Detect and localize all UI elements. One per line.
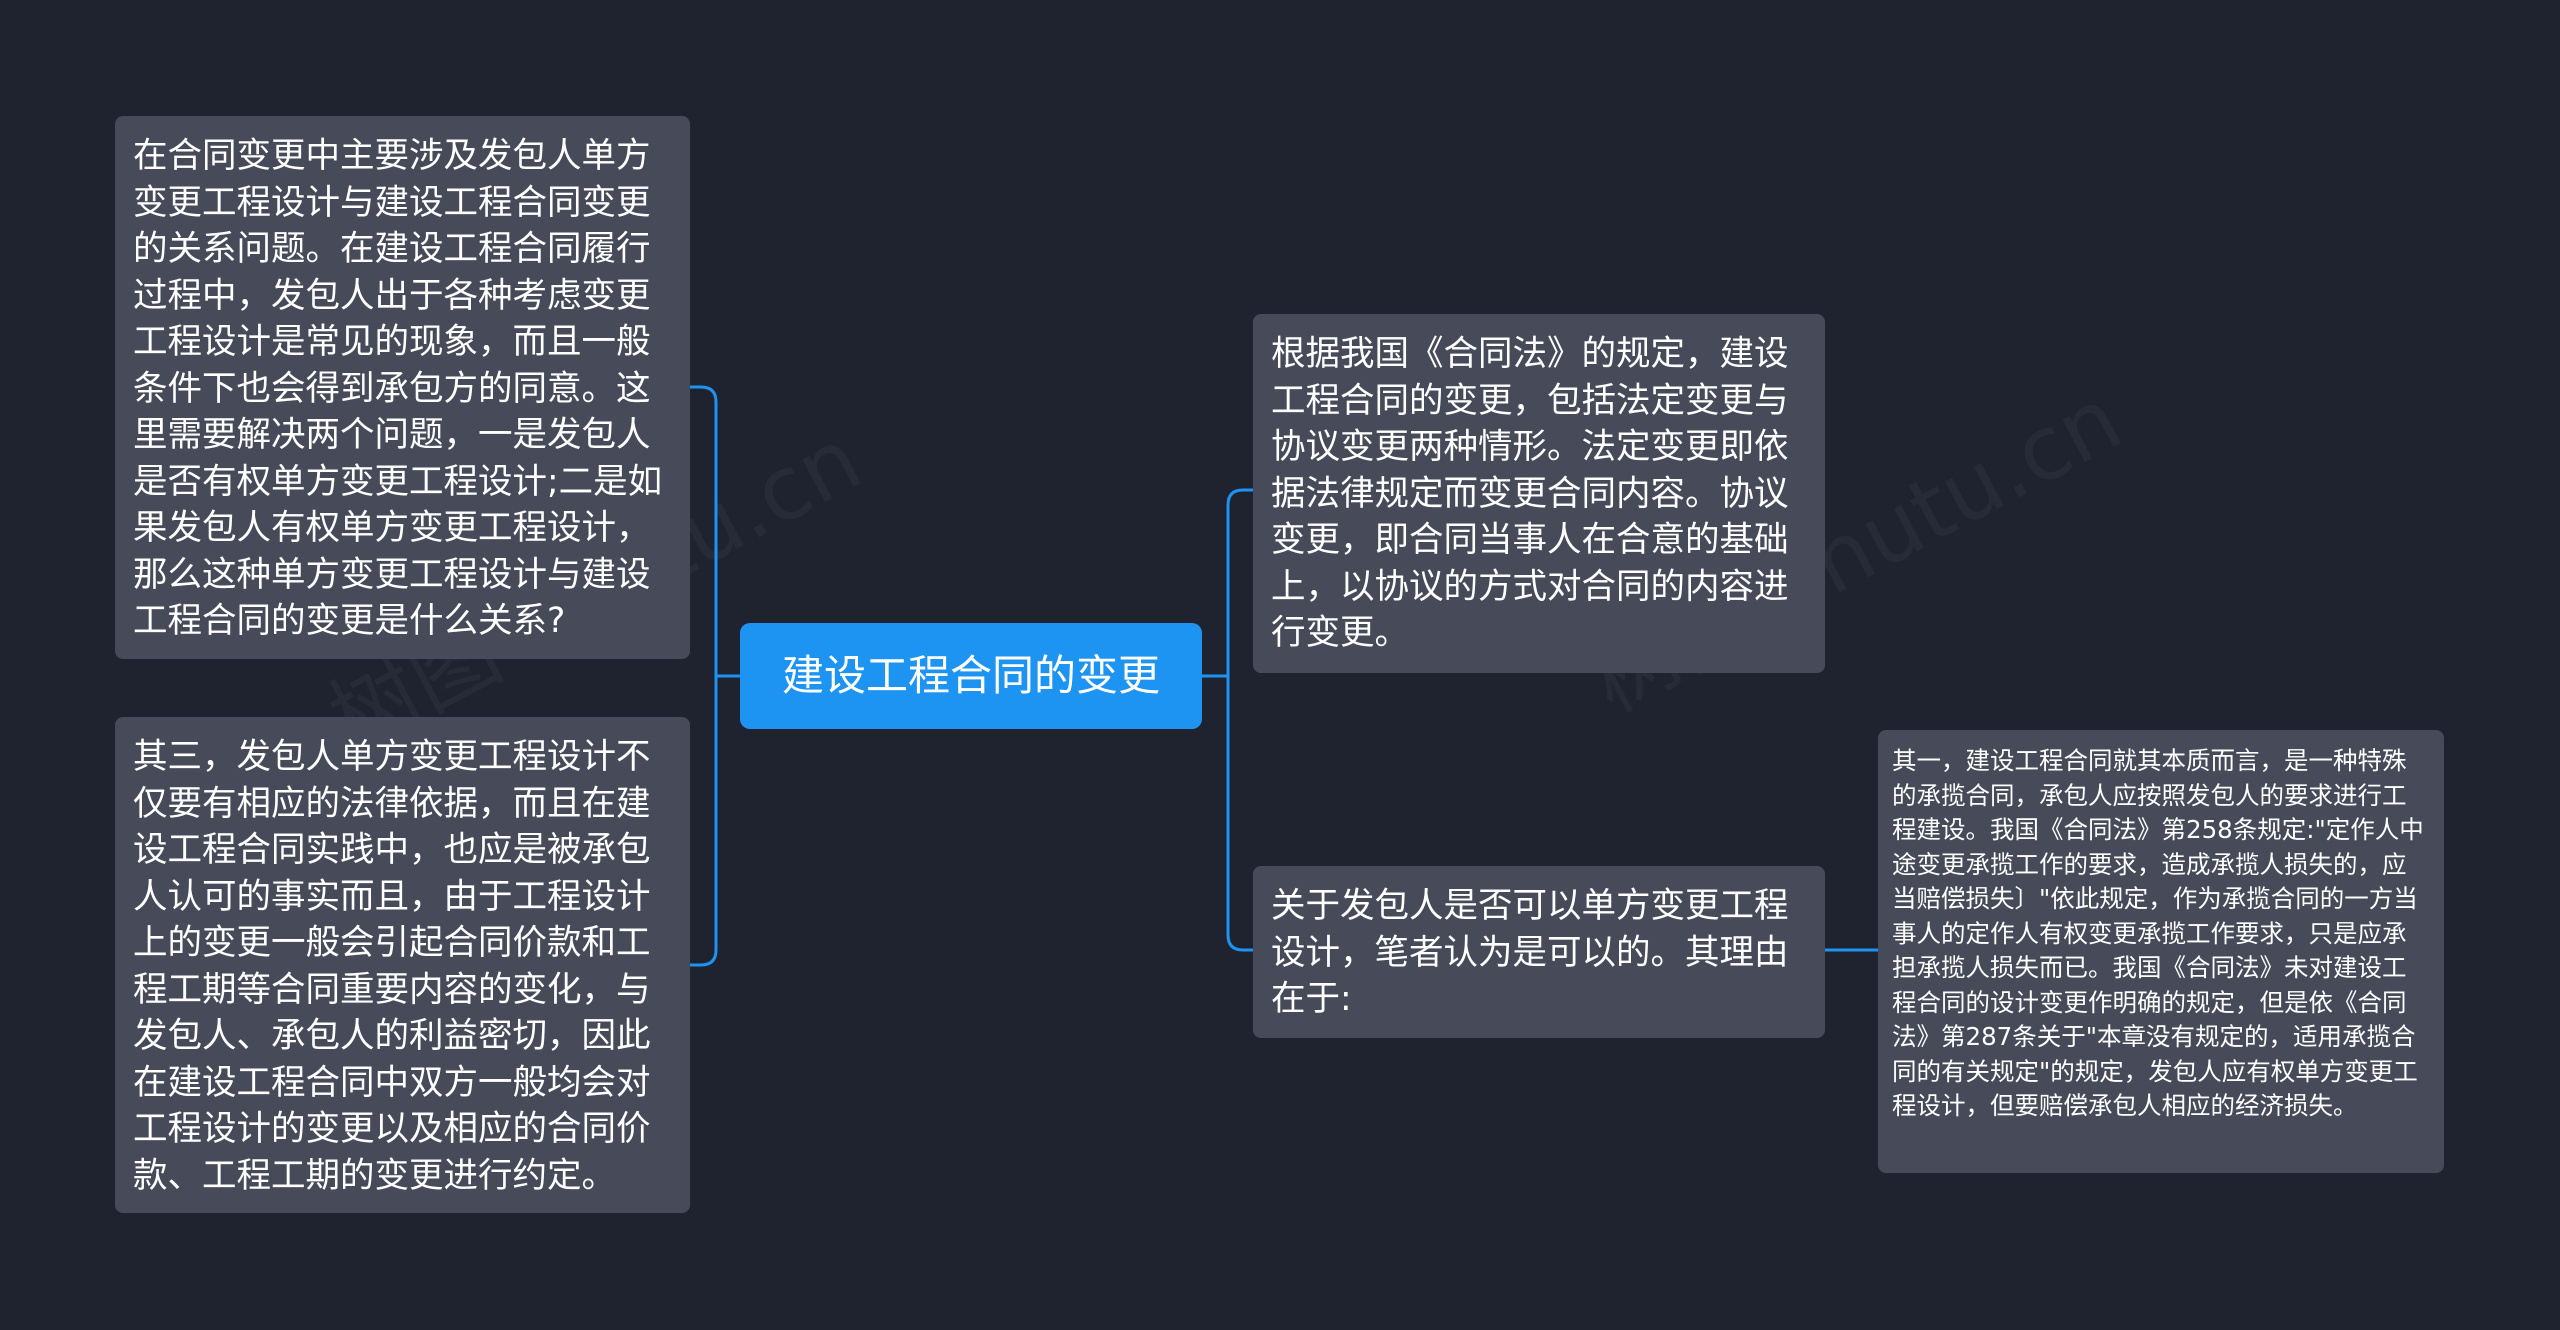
right-node-2-text: 关于发包人是否可以单方变更工程设计，笔者认为是可以的。其理由在于: <box>1271 886 1789 1019</box>
connector-left-2 <box>690 676 718 967</box>
connector-right-2 <box>1226 676 1253 952</box>
left-node-2[interactable]: 其三，发包人单方变更工程设计不仅要有相应的法律依据，而且在建设工程合同实践中，也… <box>115 717 690 1213</box>
left-node-2-text: 其三，发包人单方变更工程设计不仅要有相应的法律依据，而且在建设工程合同实践中，也… <box>133 737 651 1196</box>
sub-node-text: 其一，建设工程合同就其本质而言，是一种特殊的承揽合同，承包人应按照发包人的要求进… <box>1892 746 2424 1120</box>
root-label: 建设工程合同的变更 <box>781 651 1160 700</box>
sub-node[interactable]: 其一，建设工程合同就其本质而言，是一种特殊的承揽合同，承包人应按照发包人的要求进… <box>1878 730 2444 1173</box>
left-node-1-text: 在合同变更中主要涉及发包人单方变更工程设计与建设工程合同变更的关系问题。在建设工… <box>133 136 663 641</box>
right-node-2[interactable]: 关于发包人是否可以单方变更工程设计，笔者认为是可以的。其理由在于: <box>1253 866 1825 1038</box>
left-node-1[interactable]: 在合同变更中主要涉及发包人单方变更工程设计与建设工程合同变更的关系问题。在建设工… <box>115 116 690 659</box>
right-node-1[interactable]: 根据我国《合同法》的规定，建设工程合同的变更，包括法定变更与协议变更两种情形。法… <box>1253 314 1825 673</box>
connector-right-1 <box>1226 488 1253 676</box>
connector-left-1 <box>690 385 718 676</box>
root-node[interactable]: 建设工程合同的变更 <box>740 623 1202 729</box>
right-node-1-text: 根据我国《合同法》的规定，建设工程合同的变更，包括法定变更与协议变更两种情形。法… <box>1271 334 1789 653</box>
